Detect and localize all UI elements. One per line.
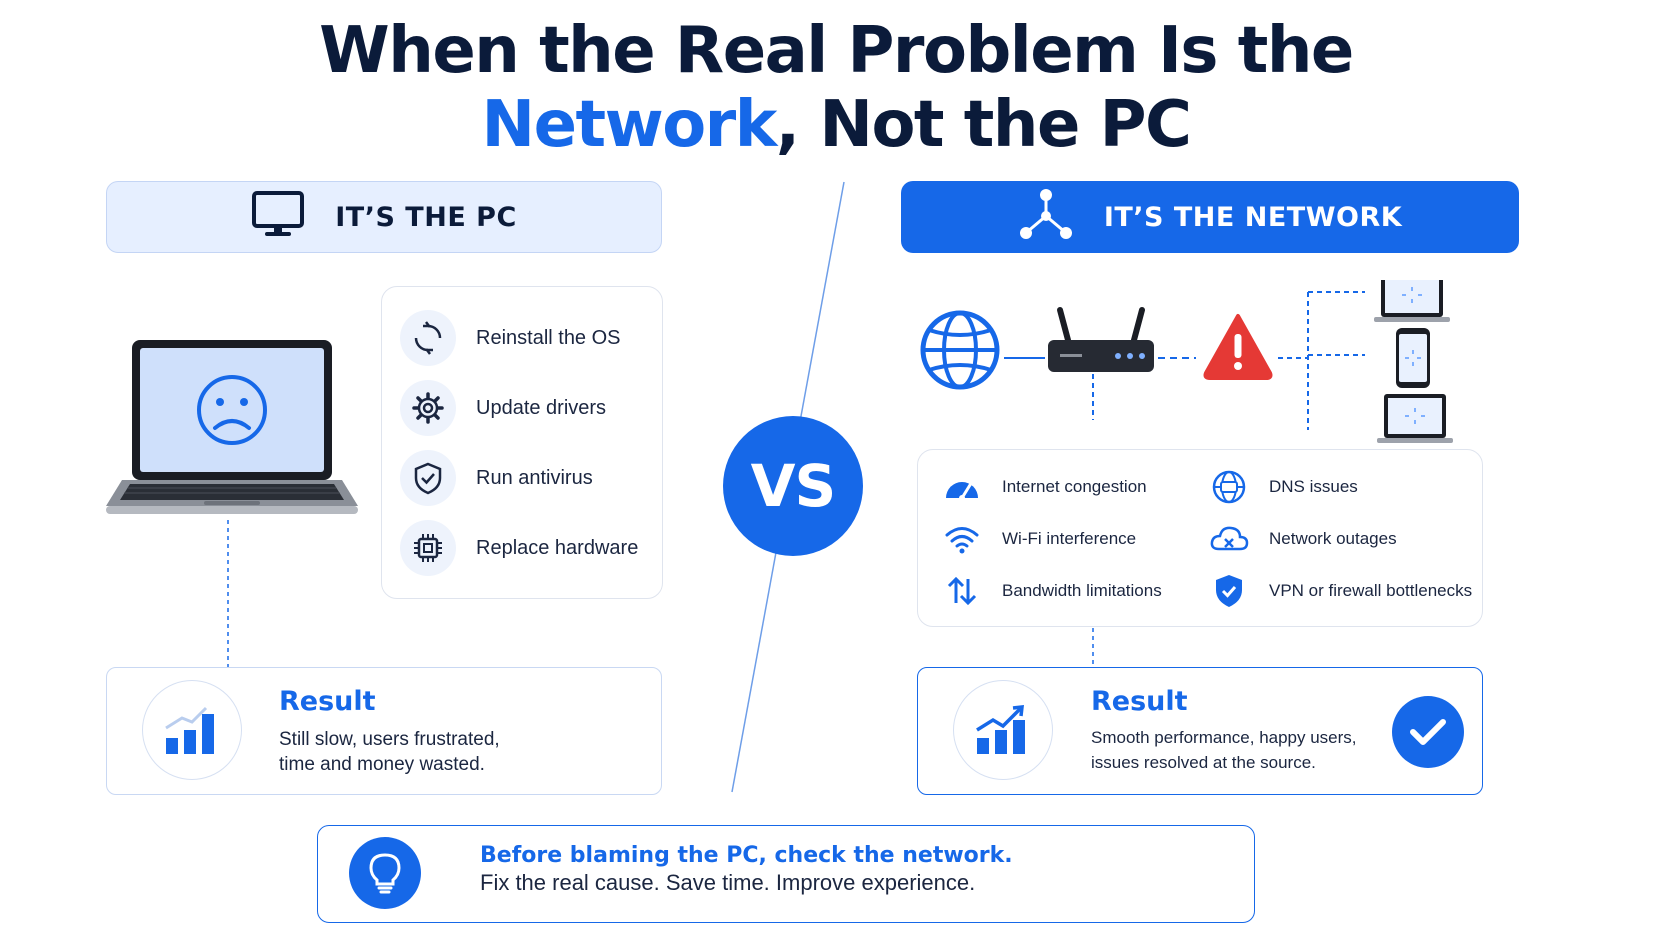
bottom-banner [317,825,1255,923]
cause-label: DNS issues [1269,477,1358,496]
action-label: Run antivirus [476,466,593,489]
globe-icon [920,310,1000,390]
banner-headline: Before blaming the PC, check the network… [480,843,1013,868]
cause-vpn-firewall: VPN or firewall bottlenecks [1207,569,1472,613]
laptop-small-icon [1374,280,1450,322]
action-replace-hardware: Replace hardware [400,520,638,576]
network-result-line-2: issues resolved at the source. [1091,753,1316,772]
speedometer-icon [940,465,984,509]
cause-network-outages: Network outages [1207,517,1397,561]
action-update-drivers: Update drivers [400,380,606,436]
cause-bandwidth-limitations: Bandwidth limitations [940,569,1162,613]
network-dashed-connector [1092,628,1094,668]
cause-internet-congestion: Internet congestion [940,465,1147,509]
wifi-icon [940,517,984,561]
title-line-2-rest: , Not the PC [775,88,1192,162]
cause-dns-issues: DNS issues [1207,465,1358,509]
page-title: When the Real Problem Is the Network, No… [0,14,1672,162]
monitor-icon [251,190,305,245]
cause-label: Network outages [1269,529,1397,548]
router-icon [1048,307,1154,372]
vs-badge: VS [723,416,863,556]
action-run-antivirus: Run antivirus [400,450,593,506]
laptop-sad-face-illustration [106,340,358,514]
banner-subline: Fix the real cause. Save time. Improve e… [480,870,976,895]
growth-chart-icon [953,680,1053,780]
bar-chart-icon [142,680,242,780]
phone-icon [1396,328,1430,388]
network-header-pill: IT’S THE NETWORK [901,181,1519,253]
cause-label: VPN or firewall bottlenecks [1269,581,1473,600]
shield-check-icon [1207,569,1251,613]
network-result-title: Result [1091,686,1188,717]
pc-result-line-1: Still slow, users frustrated, [279,729,500,750]
cause-label: Wi-Fi interference [1002,529,1137,548]
pc-result-text: Result Still slow, users frustrated, tim… [279,686,500,777]
gear-icon [400,380,456,436]
cause-label: Bandwidth limitations [1002,581,1162,600]
cloud-x-icon [1207,517,1251,561]
checkmark-icon [1392,696,1464,768]
up-down-arrows-icon [940,569,984,613]
network-header-label: IT’S THE NETWORK [1103,201,1403,233]
dns-globe-icon [1207,465,1251,509]
pc-result-title: Result [279,686,376,717]
title-line-1: When the Real Problem Is the [319,14,1354,88]
pc-header-pill: IT’S THE PC [106,181,662,253]
cause-wifi-interference: Wi-Fi interference [940,517,1136,561]
title-accent: Network [481,88,778,162]
pc-result-line-2: time and money wasted. [279,754,485,775]
network-result-text: Result Smooth performance, happy users, … [1091,686,1357,775]
pc-header-label: IT’S THE PC [335,201,517,233]
network-result-line-1: Smooth performance, happy users, [1091,728,1357,747]
action-label: Reinstall the OS [476,326,621,349]
banner-text: Before blaming the PC, check the network… [480,843,1013,896]
network-topology-diagram [920,280,1453,443]
shield-check-icon [400,450,456,506]
title-line-2: Network, Not the PC [0,88,1672,162]
cause-label: Internet congestion [1002,477,1147,496]
action-label: Update drivers [476,396,607,419]
refresh-icon [400,310,456,366]
network-causes-card [917,449,1483,627]
lightbulb-icon [349,837,421,909]
warning-icon [1203,314,1273,380]
pc-dashed-connector [227,520,229,668]
action-reinstall-os: Reinstall the OS [400,310,621,366]
chip-icon [400,520,456,576]
action-label: Replace hardware [476,536,639,559]
laptop-small-icon [1377,394,1453,443]
network-nodes-icon [1018,188,1074,247]
